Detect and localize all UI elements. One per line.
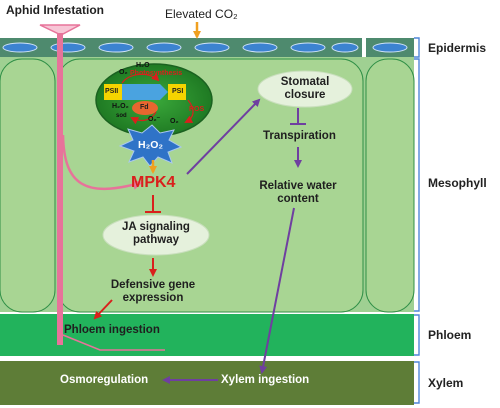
xylem-layer bbox=[0, 361, 414, 405]
psii-label: PSII bbox=[105, 88, 119, 95]
chloroplast bbox=[95, 63, 213, 137]
phloem-label: Phloem bbox=[428, 328, 472, 342]
phloem-layer bbox=[0, 314, 414, 356]
ja-signaling-label: JA signaling pathway bbox=[122, 221, 190, 247]
defensive-gene-expression-label: Defensive gene expression bbox=[110, 279, 196, 305]
h2o-label: H₂O bbox=[136, 62, 150, 69]
transpiration-label: Transpiration bbox=[263, 130, 336, 142]
mpk4-inhibits-ja bbox=[145, 195, 161, 213]
ros-label: ROS bbox=[189, 106, 205, 113]
mesophyll-cell-right bbox=[365, 58, 415, 313]
elevated-co2-label: Elevated CO₂ bbox=[165, 7, 238, 21]
mpk4-to-stomatal-arrow bbox=[186, 98, 261, 175]
xylem-label: Xylem bbox=[428, 376, 464, 390]
o2-radical-label: O₂⁻ bbox=[148, 116, 161, 123]
chloroplast-h2o2-label: H₂O₂ bbox=[112, 103, 129, 110]
fd-label: Fd bbox=[140, 104, 149, 111]
relative-water-content-label: Relative water content bbox=[259, 180, 337, 206]
stomatal-inhibits-transpiration bbox=[290, 108, 306, 125]
photosynthesis-label: Photosynthesis bbox=[130, 70, 183, 77]
defense-to-phloem-arrow bbox=[93, 299, 113, 320]
mesophyll-cell-left bbox=[0, 58, 56, 313]
aphid-stylet bbox=[39, 24, 165, 351]
stomata-row bbox=[2, 42, 408, 53]
xylem-ingestion-label: Xylem ingestion bbox=[221, 374, 310, 386]
epidermis-label: Epidermis bbox=[428, 41, 487, 55]
o2-product-label: O₂ bbox=[170, 118, 179, 125]
h2o2-label: H₂O₂ bbox=[138, 139, 164, 151]
water-to-xylem-arrow bbox=[259, 207, 295, 374]
stomatal-closure-node bbox=[257, 70, 353, 108]
osmoregulation-label: Osmoregulation bbox=[60, 374, 149, 386]
sod-label: sod bbox=[116, 113, 127, 119]
phloem-ingestion-label: Phloem ingestion bbox=[64, 324, 160, 336]
aphid-infestation-label: Aphid Infestation bbox=[6, 3, 104, 17]
ja-signaling-node bbox=[102, 214, 210, 256]
stomatal-closure-label: Stomatal closure bbox=[280, 76, 330, 102]
psi-label: PSI bbox=[172, 88, 184, 95]
mpk4-label: MPK4 bbox=[131, 174, 176, 191]
o2-label: O₂ bbox=[119, 69, 128, 76]
mesophyll-label: Mesophyll bbox=[428, 176, 487, 190]
layer-brackets bbox=[414, 37, 420, 404]
